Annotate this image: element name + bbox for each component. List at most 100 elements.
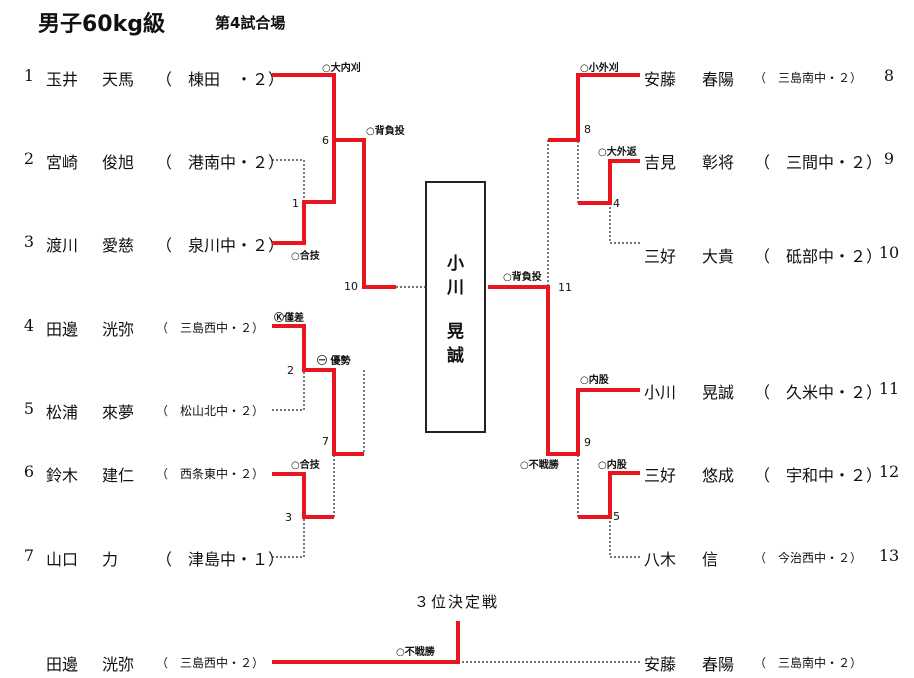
match-number: 11 <box>558 281 572 294</box>
entry-first-name: 信 <box>702 550 719 569</box>
entry-number: 9 <box>883 149 895 168</box>
loser-path <box>272 517 305 558</box>
entry-last-name: 松浦 <box>46 403 79 422</box>
entry-last-name: 三好 <box>644 466 677 485</box>
match-number: 1 <box>292 197 299 210</box>
entry-organization: （ 港南中・２） <box>156 153 285 172</box>
entry-last-name: 小川 <box>644 383 677 402</box>
match-number: 9 <box>584 436 591 449</box>
result-label: ○不戦勝 <box>520 458 560 471</box>
entry-first-name: 建仁 <box>102 466 135 485</box>
winner-path <box>548 73 640 142</box>
entry-organization: （ 津島中・１） <box>156 550 285 569</box>
champion-char: 晃 <box>447 322 464 342</box>
result-label: ○背負投 <box>503 270 542 283</box>
entry-last-name: 八木 <box>644 550 677 569</box>
entry-first-name: 悠成 <box>702 466 735 485</box>
entry-first-name: 大貴 <box>702 247 735 266</box>
result-label: ○大内刈 <box>322 61 361 74</box>
champion-char: 小 <box>447 254 464 274</box>
entry-first-name: 力 <box>102 550 119 569</box>
result-label: ○背負投 <box>366 124 405 137</box>
entry-organization: （ 三島南中・２） <box>754 71 863 85</box>
champion-box: 小 川 晃 誠 <box>425 181 486 433</box>
match-number: 2 <box>287 364 294 377</box>
loser-path <box>609 517 640 558</box>
result-label: ○合技 <box>291 458 321 471</box>
entry-first-name: 俊旭 <box>102 153 135 172</box>
entry-organization: （ 砥部中・２） <box>754 247 883 266</box>
entry-organization: （ 三島西中・２） <box>156 656 265 670</box>
match-number: 5 <box>613 510 620 523</box>
winner-path <box>272 140 336 245</box>
winner-path <box>272 324 364 456</box>
result-label: ○大外返 <box>598 145 637 158</box>
entry-number: 13 <box>878 546 900 565</box>
entry-first-name: 春陽 <box>702 70 735 89</box>
entry-organization: （ 久米中・２） <box>754 383 883 402</box>
entry-first-name: 愛慈 <box>102 236 135 255</box>
page-title: 男子60kg級 <box>38 12 165 37</box>
loser-path <box>609 203 640 244</box>
entry-last-name: 鈴木 <box>46 466 79 485</box>
entry-first-name: 晃誠 <box>702 383 735 402</box>
entry-organization: （ 泉川中・２） <box>156 236 285 255</box>
entry-first-name: 天馬 <box>102 70 135 89</box>
entry-number: 6 <box>23 462 35 481</box>
entry-organization: （ 棟田 ・２） <box>156 70 285 89</box>
winner-path <box>578 159 640 205</box>
entry-organization: （ 今治西中・２） <box>754 551 863 565</box>
match-number: 7 <box>322 435 329 448</box>
winner-path <box>272 73 396 289</box>
result-label: ○合技 <box>291 249 321 262</box>
match-number: 3 <box>285 511 292 524</box>
result-label: ○不戦勝 <box>396 645 436 658</box>
entry-last-name: 田邊 <box>46 655 79 674</box>
loser-path <box>272 370 305 411</box>
entry-last-name: 田邊 <box>46 320 79 339</box>
entry-last-name: 三好 <box>644 247 677 266</box>
winner-path <box>488 285 640 456</box>
champion-char: 川 <box>447 278 464 298</box>
result-label: ○小外刈 <box>580 61 619 74</box>
entry-first-name: 春陽 <box>702 655 735 674</box>
result-label: ㊀ 優勢 <box>317 354 350 367</box>
entry-number: 1 <box>23 66 35 85</box>
entry-number: 7 <box>23 546 35 565</box>
winner-path <box>272 621 460 664</box>
entry-last-name: 渡川 <box>46 236 79 255</box>
entry-number: 8 <box>883 66 895 85</box>
champion-char: 誠 <box>447 346 464 366</box>
entry-last-name: 吉見 <box>644 153 677 172</box>
result-label: ○内股 <box>580 373 610 386</box>
match-number: 8 <box>584 123 591 136</box>
entry-last-name: 安藤 <box>644 70 677 89</box>
match-number: 10 <box>344 280 358 293</box>
match-number: 4 <box>613 197 620 210</box>
entry-organization: （ 松山北中・２） <box>156 404 265 418</box>
entry-number: 2 <box>23 149 35 168</box>
entry-number: 5 <box>23 399 35 418</box>
entry-last-name: 玉井 <box>46 70 79 89</box>
entry-first-name: 來夢 <box>102 403 135 422</box>
entry-number: 10 <box>878 243 900 262</box>
entry-organization: （ 三間中・２） <box>754 153 883 172</box>
entry-organization: （ 宇和中・２） <box>754 466 883 485</box>
entry-first-name: 彰将 <box>702 153 735 172</box>
venue-label: 第4試合場 <box>215 14 286 32</box>
result-label: Ⓚ僅差 <box>274 311 304 324</box>
entry-first-name: 洸弥 <box>102 320 135 339</box>
entry-number: 3 <box>23 232 35 251</box>
entry-last-name: 宮崎 <box>46 153 79 172</box>
loser-path <box>272 159 305 202</box>
entry-number: 11 <box>878 379 900 398</box>
entry-organization: （ 三島西中・２） <box>156 321 265 335</box>
result-label: ○内股 <box>598 458 628 471</box>
winner-path <box>578 471 640 519</box>
entry-organization: （ 西条東中・２） <box>156 467 265 481</box>
entry-first-name: 洸弥 <box>102 655 135 674</box>
winner-path <box>272 472 334 519</box>
entry-last-name: 山口 <box>46 550 79 569</box>
entry-number: 4 <box>23 316 35 335</box>
